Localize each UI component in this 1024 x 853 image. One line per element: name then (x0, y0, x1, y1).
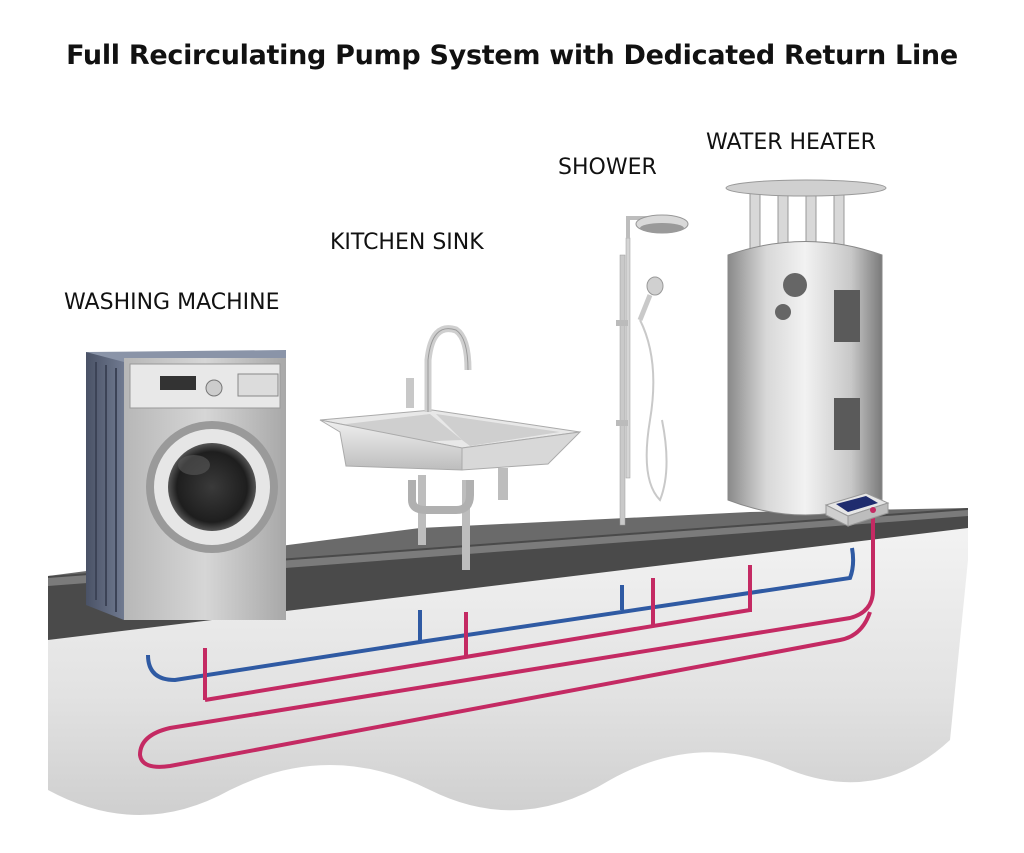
washing-machine (86, 350, 286, 620)
water-heater-label: WATER HEATER (706, 130, 876, 155)
shower-label: SHOWER (558, 155, 657, 180)
hot-supply-line (137, 510, 875, 769)
diagram-title: Full Recirculating Pump System with Dedi… (66, 40, 958, 71)
kitchen-sink-label: KITCHEN SINK (330, 230, 484, 255)
ground-section (48, 515, 968, 815)
hot-line-main (204, 608, 751, 702)
shower (616, 214, 689, 526)
washing-machine-label: WASHING MACHINE (64, 290, 280, 315)
water-heater (725, 179, 887, 516)
recirculating-pump (824, 492, 890, 527)
kitchen-sink (319, 325, 582, 570)
